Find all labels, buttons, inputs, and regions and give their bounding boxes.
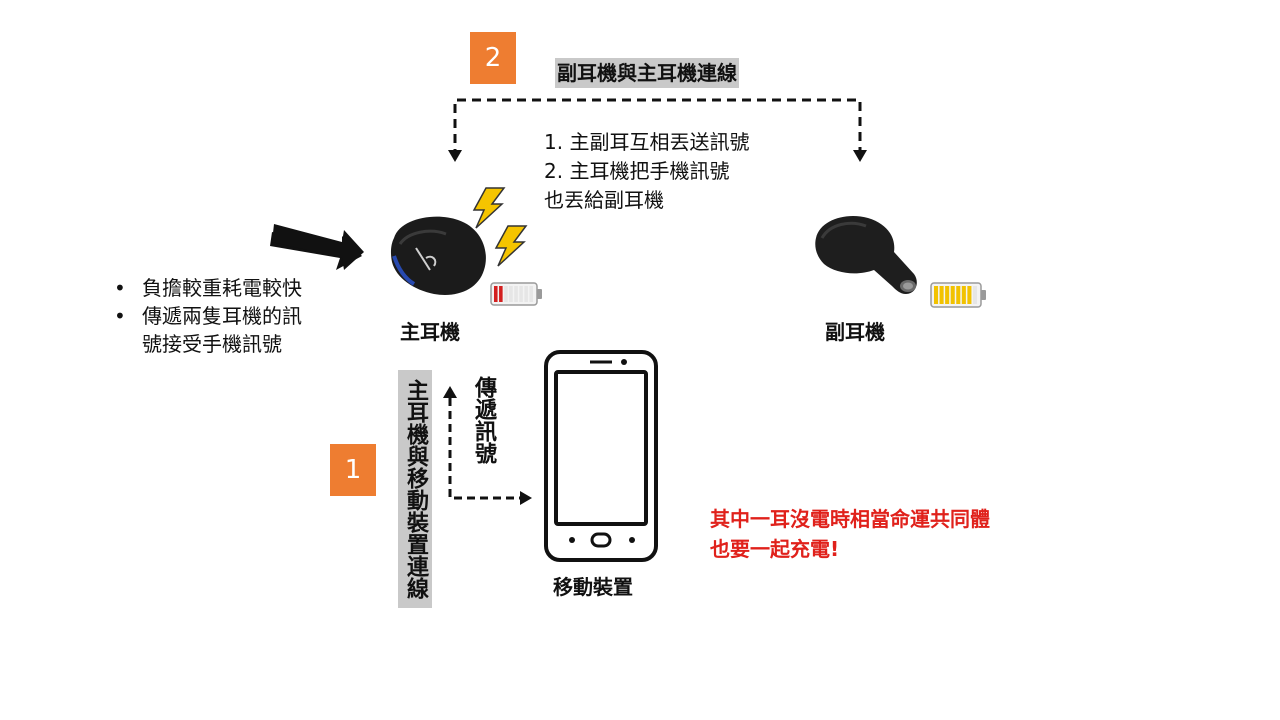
battery-cell (967, 286, 972, 304)
main-earbud-note-2: 傳遞兩隻耳機的訊 (108, 302, 302, 330)
battery-cell (499, 286, 503, 302)
pointer-arrow-icon (270, 224, 364, 270)
warning-line-2: 也要一起充電! (710, 537, 840, 561)
battery-cell (956, 286, 961, 304)
lightning-icon (472, 187, 506, 229)
secondary-link-arrow-left (448, 150, 462, 162)
step-marker-1: 1 (330, 444, 376, 496)
main-battery-icon (490, 282, 542, 306)
battery-cell (529, 286, 533, 302)
battery-cell (934, 286, 939, 304)
secondary-battery-icon (930, 282, 986, 308)
battery-cell (945, 286, 950, 304)
main-earbud-notes: 負擔較重耗電較快 傳遞兩隻耳機的訊 (108, 274, 302, 330)
main-earbud-note-1: 負擔較重耗電較快 (108, 274, 302, 302)
secondary-link-step-2-continuation: 也丟給副耳機 (544, 188, 664, 212)
lightning-icon (494, 225, 528, 267)
phone-link-arrow-right (520, 491, 532, 505)
secondary-link-step-2: 2. 主耳機把手機訊號 (544, 159, 730, 183)
secondary-link-label: 副耳機與主耳機連線 (555, 58, 739, 88)
phone-link-label: 主耳機與移動裝置連線 (398, 370, 432, 608)
battery-cell (519, 286, 523, 302)
phone-link-arrow-up (443, 386, 457, 398)
step-marker-2: 2 (470, 32, 516, 84)
smartphone-icon (544, 350, 658, 562)
battery-cell (950, 286, 955, 304)
battery-cell (504, 286, 508, 302)
secondary-earbud-icon (815, 216, 917, 294)
battery-cell (972, 286, 977, 304)
battery-cell (939, 286, 944, 304)
warning-line-1: 其中一耳沒電時相當命運共同體 (710, 507, 990, 531)
secondary-link-dashed-line (453, 98, 862, 158)
battery-cell (524, 286, 528, 302)
phone-label: 移動裝置 (553, 575, 633, 599)
main-earbud-label: 主耳機 (400, 320, 460, 344)
battery-cell (961, 286, 966, 304)
phone-link-dashed-line (448, 398, 522, 500)
secondary-earbud-label: 副耳機 (825, 320, 885, 344)
battery-cell (514, 286, 518, 302)
main-earbud-note-continuation: 號接受手機訊號 (142, 332, 282, 356)
secondary-link-arrow-right (853, 150, 867, 162)
secondary-link-step-1: 1. 主副耳互相丟送訊號 (544, 130, 750, 154)
main-earbud-icon (390, 216, 486, 295)
battery-cell (494, 286, 498, 302)
battery-cell (509, 286, 513, 302)
phone-link-arrow-label: 傳遞訊號 (471, 376, 496, 464)
